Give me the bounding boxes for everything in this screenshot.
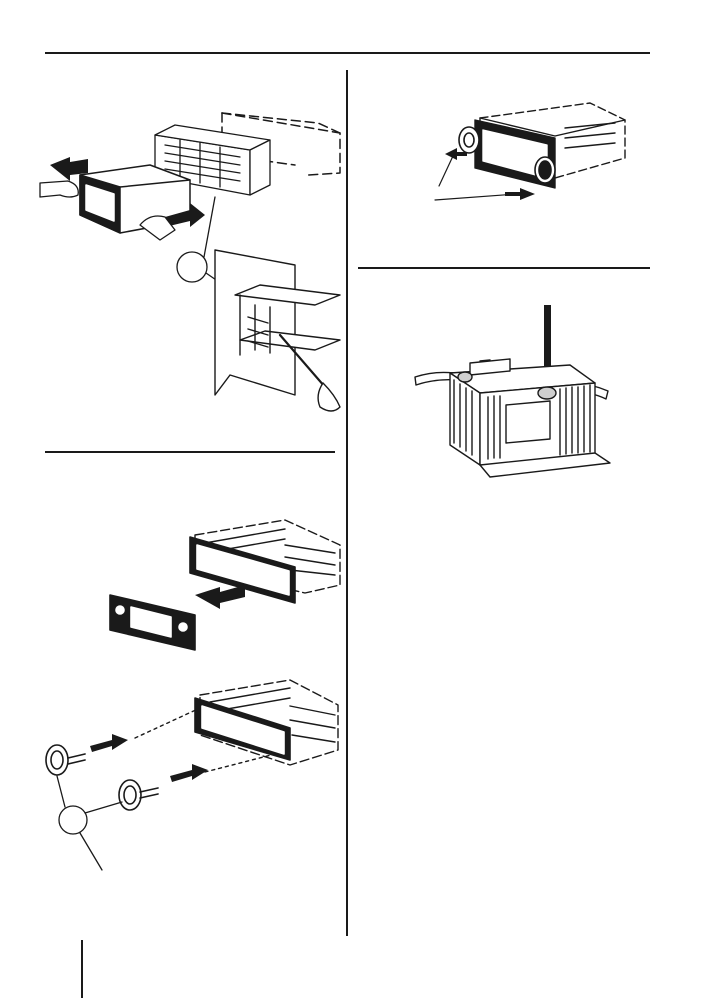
radio-into-mounting-frame-icon <box>40 95 345 435</box>
battery-body <box>450 359 610 477</box>
column-divider <box>346 70 348 936</box>
pull-out-arrow-icon <box>195 585 245 609</box>
faceplate <box>110 595 195 650</box>
insert-arrow-icon <box>90 734 208 782</box>
right-section-rule <box>358 267 650 269</box>
car-battery-terminal-icon <box>410 305 615 480</box>
crop-mark <box>81 940 83 998</box>
detail-mounting-tabs <box>215 250 340 411</box>
callout-circle <box>57 776 122 870</box>
left-section-rule <box>45 451 335 453</box>
insert-removal-keys-icon <box>40 680 345 875</box>
detachable-faceplate-icon <box>105 515 345 655</box>
radio-removal-keys-icon <box>425 98 630 210</box>
top-rule <box>45 52 650 54</box>
